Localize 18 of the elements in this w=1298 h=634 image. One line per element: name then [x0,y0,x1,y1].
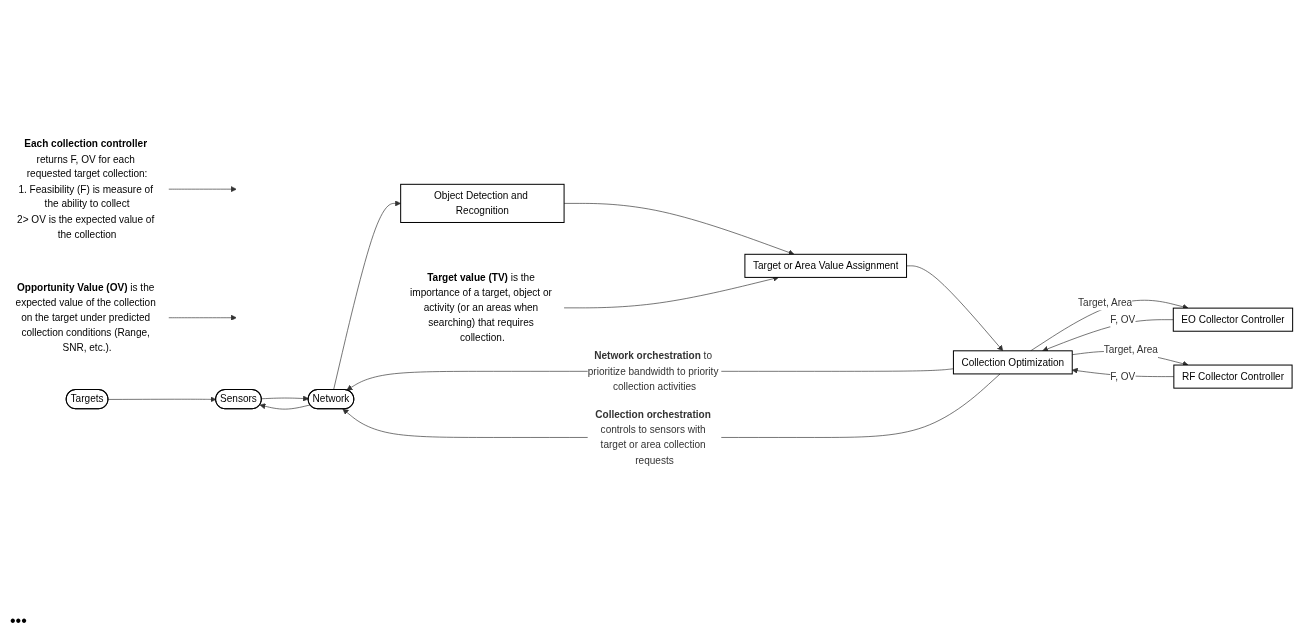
ellipse-node: Network [307,389,355,410]
edge-label: F, OV [1110,370,1136,382]
note-text: Opportunity Value (OV) is the expected value of the collection on the target under predicted collection conditions (Range, SNR, etc.). [15,281,156,354]
process-box: Object Detection and Recognition [400,183,565,223]
edge-label: Network orchestration to prioritize bandwidth to priority collection activities [587,350,719,392]
process-box: Target or Area Value Assignment [744,253,908,278]
process-box: RF Collector Controller [1173,364,1293,389]
note-text: Target value (TV) is the importance of a target, object or activity (or an areas when searching) that requires collection. [410,271,552,344]
ellipsis-mark: ••• [10,612,27,630]
edge-label: Collection orchestration controls to sensors with target or area collection requests [595,408,711,466]
ellipse-node: Targets [65,389,109,410]
ellipse-node: Sensors [215,389,262,410]
process-box: Collection Optimization [952,350,1073,375]
edge-label: F, OV [1110,313,1136,325]
edge-label: Target, Area [1078,296,1133,308]
process-box: EO Collector Controller [1172,307,1294,332]
edge-label: Target, Area [1103,344,1158,356]
note-text: Each collection controller returns F, OV for each requested target collection: 1. Feasibility (F) is measure of the ability to collect 2> OV is the expected value of the collection [17,137,155,240]
